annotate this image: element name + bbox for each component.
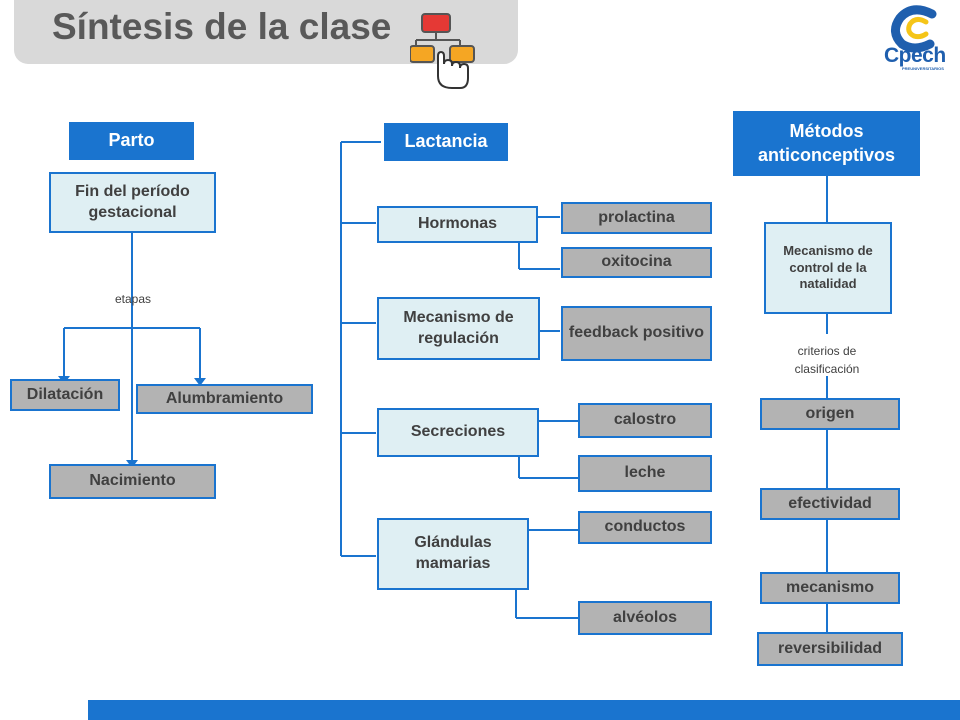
alveolos-box: alvéolos [578,601,712,635]
criterios-label: criterios de clasificación [794,344,860,376]
flowchart-hand-icon [410,13,475,89]
cpech-logo-icon [891,5,937,53]
mecanismo-control-box: Mecanismo de control de la natalidad [764,222,892,314]
alumbramiento-box: Alumbramiento [136,384,313,414]
reversibilidad-box: reversibilidad [757,632,903,666]
nacimiento-box: Nacimiento [49,464,216,499]
metodos-header: Métodos anticonceptivos [733,111,920,176]
fin-periodo-box: Fin del período gestacional [49,172,216,233]
parto-header: Parto [69,122,194,160]
hormonas-box: Hormonas [377,206,538,243]
feedback-positivo-box: feedback positivo [561,306,712,361]
dilatacion-box: Dilatación [10,379,120,411]
page-title: Síntesis de la clase [52,6,392,47]
conductos-box: conductos [578,511,712,544]
leche-box: leche [578,455,712,492]
lactancia-header: Lactancia [384,123,508,161]
logo-subtext: PREUNIVERSITARIOS [902,66,944,71]
secreciones-box: Secreciones [377,408,539,457]
efectividad-box: efectividad [760,488,900,520]
logo-text: Cpech [884,44,946,67]
prolactina-box: prolactina [561,202,712,234]
mecanismo-regulacion-box: Mecanismo de regulación [377,297,540,360]
footer-bar [88,700,960,720]
mecanismo-box: mecanismo [760,572,900,604]
oxitocina-box: oxitocina [561,247,712,278]
calostro-box: calostro [578,403,712,438]
etapas-label: etapas [114,292,152,306]
origen-box: origen [760,398,900,430]
glandulas-mamarias-box: Glándulas mamarias [377,518,529,590]
